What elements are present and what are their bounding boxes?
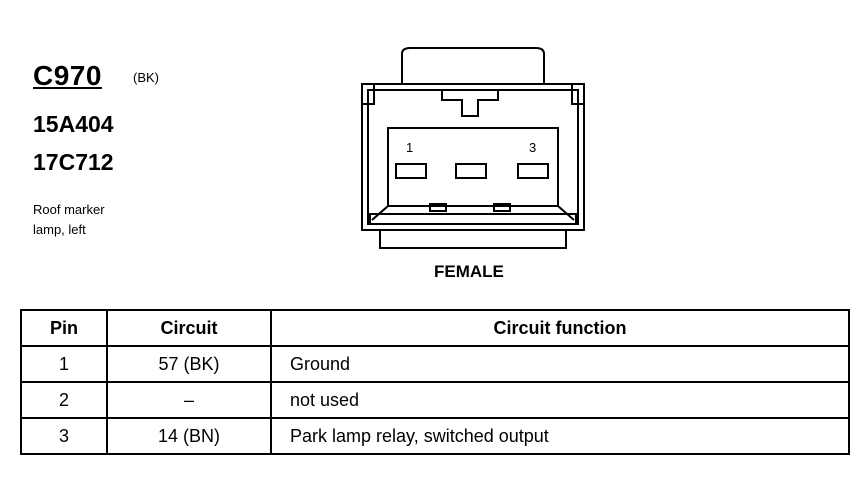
- connector-inner-wall: [367, 89, 579, 225]
- latch: [401, 47, 545, 84]
- pin-cell: 3: [20, 417, 108, 455]
- part-number-2: 17C712: [33, 149, 114, 175]
- pin-cell: 2: [20, 381, 108, 419]
- function-cell: Park lamp relay, switched output: [270, 417, 850, 455]
- pin-cell: 1: [20, 345, 108, 383]
- pin-slot-1: [395, 163, 427, 179]
- connector-id: C970: [33, 60, 102, 91]
- function-cell: Ground: [270, 345, 850, 383]
- pin-label-1: 1: [406, 140, 413, 155]
- bottom-flange: [379, 229, 567, 249]
- table-row: 2 – not used: [20, 381, 850, 419]
- pin-slot-3: [517, 163, 549, 179]
- column-header-circuit: Circuit: [106, 309, 272, 347]
- table-header-row: Pin Circuit Circuit function: [20, 309, 850, 347]
- function-cell: not used: [270, 381, 850, 419]
- view-label: FEMALE: [434, 262, 504, 281]
- connector-color: (BK): [133, 70, 159, 85]
- connector-body: [361, 83, 585, 231]
- connector-description-cont: lamp, left: [33, 222, 86, 237]
- table-row: 1 57 (BK) Ground: [20, 345, 850, 383]
- pin-slot-2: [455, 163, 487, 179]
- column-header-circuit-function: Circuit function: [270, 309, 850, 347]
- circuit-cell: –: [106, 381, 272, 419]
- circuit-cell: 57 (BK): [106, 345, 272, 383]
- column-header-pin: Pin: [20, 309, 108, 347]
- part-number-1: 15A404: [33, 111, 114, 137]
- pinout-table: Pin Circuit Circuit function 1 57 (BK) G…: [20, 309, 850, 455]
- table-row: 3 14 (BN) Park lamp relay, switched outp…: [20, 417, 850, 455]
- terminal-cavity: [387, 127, 559, 207]
- connector-face-diagram: 1 3: [361, 47, 585, 249]
- pin-label-3: 3: [529, 140, 536, 155]
- circuit-cell: 14 (BN): [106, 417, 272, 455]
- polarizing-key: [441, 90, 499, 117]
- connector-description: Roof marker: [33, 202, 105, 217]
